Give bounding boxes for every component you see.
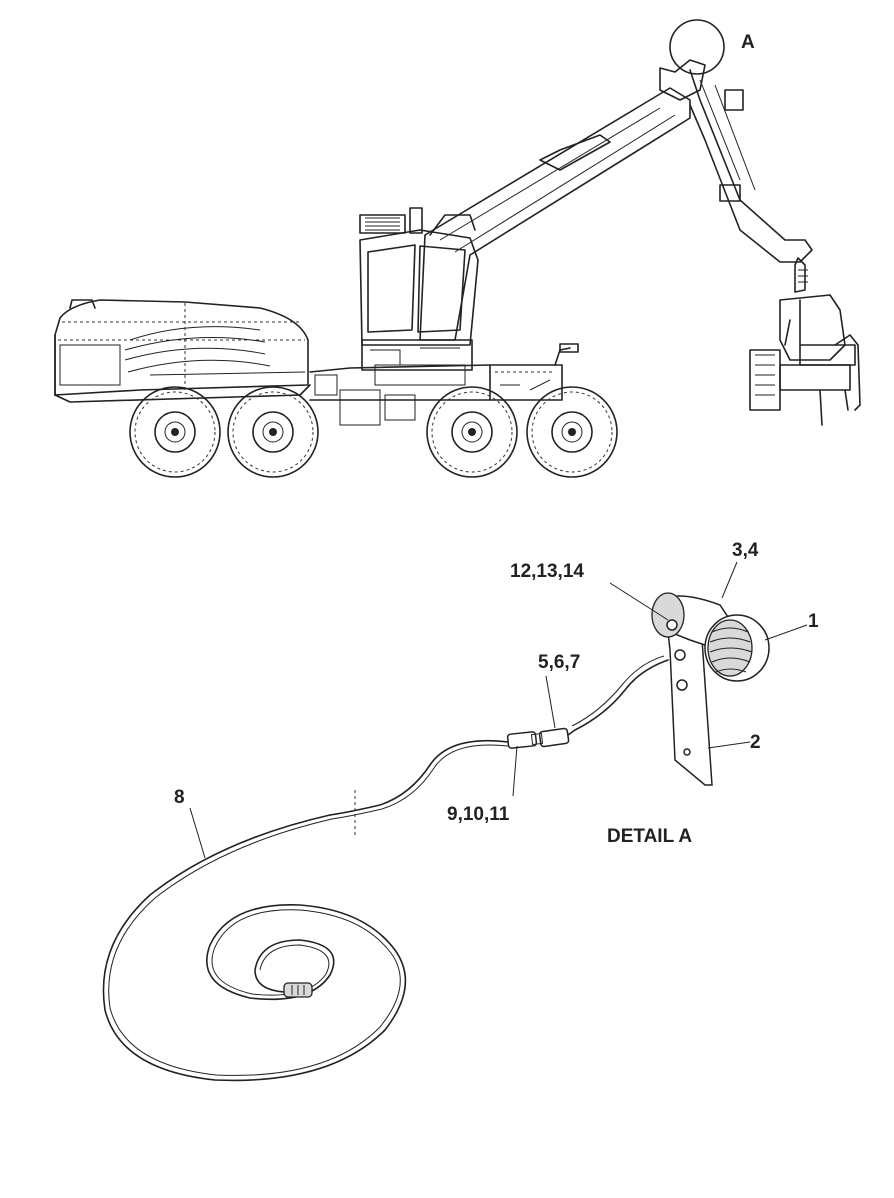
- extension-cable: [102, 739, 509, 1082]
- wheel-front-left: [426, 386, 518, 478]
- callout-1: 1: [808, 611, 819, 632]
- engine-hood: [54, 299, 311, 403]
- harvester-machine-illustration: A: [54, 19, 861, 478]
- rotator-link: [794, 257, 808, 293]
- detail-a-marker: A: [741, 32, 755, 53]
- wheel-rear-right: [227, 386, 319, 478]
- detail-a-circle: [669, 19, 725, 75]
- operator-cab: [359, 207, 479, 386]
- cable-connector: [506, 727, 570, 749]
- crane-boom: [419, 59, 813, 341]
- callout-3-4: 3,4: [732, 540, 759, 561]
- detail-a-title: DETAIL A: [607, 826, 692, 847]
- callout-8: 8: [174, 787, 185, 808]
- harvester-head: [749, 294, 861, 426]
- work-lamp: [651, 592, 770, 682]
- lamp-lead-cable: [567, 659, 669, 736]
- callout-2: 2: [750, 732, 761, 753]
- wheel-rear-left: [129, 386, 221, 478]
- callout-12-13-14: 12,13,14: [510, 561, 584, 582]
- mounting-bracket: [664, 597, 713, 786]
- callout-leaders: [189, 561, 808, 859]
- callout-9-10-11: 9,10,11: [447, 804, 510, 825]
- detail-a-assembly: 12,13,14 3,4 1 5,6,7 2 8 9,10,11 DETAIL …: [102, 540, 819, 1082]
- callout-5-6-7: 5,6,7: [538, 652, 580, 673]
- wheel-front-right: [526, 386, 618, 478]
- front-chassis: [309, 343, 579, 426]
